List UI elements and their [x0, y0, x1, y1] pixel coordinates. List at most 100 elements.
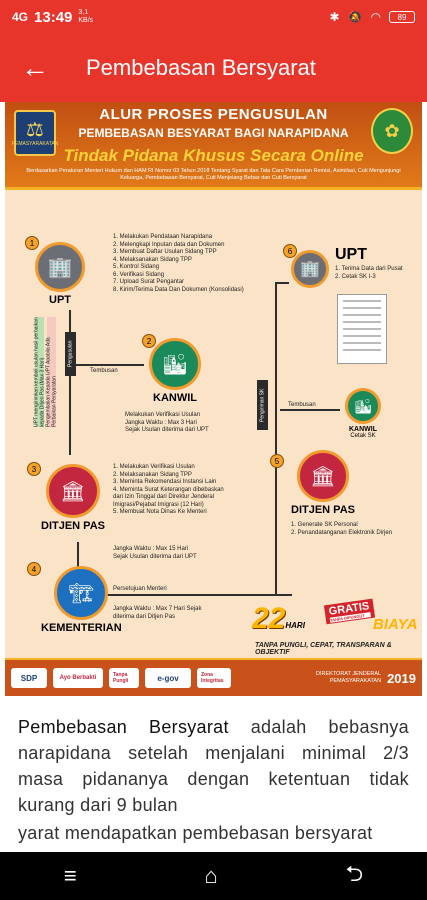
- node-ditjen-pas-right: 🏛 DITJEN PAS: [291, 450, 355, 516]
- back-icon[interactable]: ⮌: [345, 861, 364, 886]
- garuda-emblem-icon: ✿: [371, 108, 413, 154]
- footer-text: DIREKTORAT JENDERAL PEMASYARAKATAN: [311, 671, 381, 685]
- building-icon: 🏢: [291, 250, 329, 288]
- footer-org: DIREKTORAT JENDERAL PEMASYARAKATAN: [315, 671, 382, 684]
- connector-line: [77, 542, 79, 572]
- promo-hari: HARI: [285, 621, 305, 630]
- upt-side-note: UPT mengirimkan kembali usulan hasil per…: [33, 317, 46, 427]
- upt-step: 5. Kontrol Sidang: [113, 264, 160, 270]
- upt-step: 3. Membuat Daftar Usulan Sidang TPP: [113, 249, 217, 255]
- recent-apps-icon[interactable]: ≡: [63, 863, 77, 888]
- flowchart-poster[interactable]: ⚖ PEMASYARAKATAN ✿ ALUR PROSES PENGUSULA…: [5, 102, 422, 696]
- poster-header: ⚖ PEMASYARAKATAN ✿ ALUR PROSES PENGUSULA…: [5, 102, 422, 190]
- tanpa-pungli-logo: Tanpa Pungli: [109, 668, 139, 688]
- promo-tagline: TANPA PUNGLI, CEPAT, TRANSPARAN & OBJEKT…: [255, 642, 392, 656]
- next-paragraph: yarat mendapatkan pembebasan bersyarat: [18, 823, 373, 843]
- bluetooth-icon: ✱: [329, 10, 340, 24]
- ditjen-steps: 1. Melakukan Verifikasi Usulan 2. Melaks…: [113, 464, 224, 517]
- connector-line: [275, 282, 277, 594]
- headquarters-icon: 🏛: [45, 464, 100, 518]
- promo-biaya: BIAYA: [373, 616, 418, 633]
- ditjen-step: dari Izin Tinggal dari Direktur Jenderal: [113, 494, 215, 500]
- clock: 13:49: [34, 8, 73, 26]
- connector-line: [69, 310, 71, 455]
- step-badge-1: 1: [25, 236, 39, 250]
- tembusan-label: Tembusan: [90, 368, 118, 374]
- step-badge-5: 5: [270, 454, 284, 468]
- content-area[interactable]: Pembebasan Bersyarat adalah bebasnya nar…: [0, 696, 427, 852]
- status-bar: 4G 13:49 3,1 KB/s ✱ 🔕 ◠ 89: [0, 0, 427, 34]
- promo-number: 22: [252, 602, 286, 635]
- definition-paragraph: Pembebasan Bersyarat adalah bebasnya nar…: [18, 714, 409, 818]
- definition-text: adalah bebasnya narapidana setelah menja…: [18, 717, 409, 815]
- node-upt-label: UPT: [49, 294, 71, 306]
- tembusan-label-right: Tembusan: [288, 402, 316, 408]
- ditjen-step: 3. Meminta Rekomendasi Instansi Lain: [113, 479, 217, 485]
- node-kanwil-label: KANWIL: [153, 392, 197, 404]
- ditjen-step: 1. Melakukan Verifikasi Usulan: [113, 464, 195, 470]
- connector-line: [280, 409, 340, 411]
- node-kanwil-right: 🏙 KANWIL Cetak SK: [345, 388, 381, 439]
- node-ditjen-label: DITJEN PAS: [41, 520, 105, 532]
- upt-step: 6. Verifikasi Sidang: [113, 271, 165, 278]
- poster-title: ALUR PROSES PENGUSULAN: [99, 106, 328, 123]
- promo-22-days: 22HARI: [252, 602, 305, 636]
- upt-right-step: 2. Cetak SK I-3: [335, 273, 376, 280]
- ditjen-note-line: Jangka Waktu : Max 15 Hari: [113, 546, 189, 552]
- node-kanwil-right-sub: Cetak SK: [350, 433, 376, 439]
- logo-left-label: PEMASYARAKATAN: [11, 141, 59, 147]
- node-upt-right-label: UPT: [335, 246, 367, 263]
- upt-step: 1. Melakukan Pendataan Narapidana: [113, 234, 213, 240]
- network-speed: 3,1 KB/s: [78, 9, 94, 24]
- node-kementerian: 🏗 KEMENTERIAN: [41, 566, 122, 634]
- persetujuan-label: Persetujuan Menteri: [113, 586, 167, 592]
- upt-step: 4. Melaksanakan Sidang TPP: [113, 256, 192, 263]
- step-badge-6: 6: [283, 244, 297, 258]
- node-upt: 🏢 UPT: [35, 242, 85, 306]
- zona-integritas-logo: Zona Integritas: [197, 668, 231, 688]
- footer-year: 2019: [387, 670, 416, 686]
- poster-tagline: Tindak Pidana Khusus Secara Online: [63, 146, 364, 165]
- node-kanwil: 🏙 KANWIL: [149, 338, 201, 404]
- kanwil-note: Melakukan Verifikasi Usulan Jangka Waktu…: [125, 412, 209, 435]
- sk-document-icon: [337, 294, 387, 364]
- upt-step: 7. Upload Surat Pengantar: [113, 279, 185, 285]
- step-badge-4: 4: [27, 562, 41, 576]
- connector-line: [102, 594, 292, 596]
- system-nav-bar: ≡ ⌂ ⮌: [0, 852, 427, 900]
- wifi-icon: ◠: [370, 10, 381, 24]
- home-icon[interactable]: ⌂: [204, 863, 218, 888]
- upt-right-steps: 1. Terima Data dari Pusat 2. Cetak SK I-…: [335, 266, 403, 281]
- signal-indicator: 4G: [12, 10, 29, 24]
- back-button[interactable]: ←: [0, 34, 70, 102]
- upt-step: 2. Melengkapi Inputan data dan Dokumen: [113, 241, 225, 248]
- kementerian-note: Jangka Waktu : Max 7 Hari Sejak diterima…: [113, 606, 201, 621]
- battery-icon: 89: [389, 11, 415, 23]
- kanwil-note-line: Jangka Waktu : Max 3 Hari: [125, 419, 197, 426]
- page-title: Pembebasan Bersyarat: [86, 55, 316, 80]
- step-badge-3: 3: [27, 462, 41, 476]
- building-icon: 🏢: [35, 242, 85, 292]
- app-bar: ← Pembebasan Bersyarat: [0, 34, 427, 102]
- office-tower-icon: 🏙: [149, 338, 201, 390]
- ditjen-step: 5. Membuat Nota Dinas Ke Menteri: [113, 509, 207, 515]
- upt-step: 8. Kirim/Terima Data Dan Dokumen (Konsol…: [113, 286, 244, 293]
- kanwil-note-line: Melakukan Verifikasi Usulan: [125, 412, 201, 418]
- ditjen-note-line: Sejak Usulan diterima dari UPT: [113, 553, 197, 560]
- mute-icon: 🔕: [347, 10, 363, 24]
- ditjen-step: Imigrasi/Pejabat Imigrasi (12 Hari): [113, 501, 204, 508]
- headquarters-icon: 🏛: [296, 450, 349, 502]
- connector-line: [69, 364, 144, 366]
- node-ditjen-right-label: DITJEN PAS: [291, 504, 355, 516]
- node-kementerian-label: KEMENTERIAN: [41, 622, 122, 634]
- kanwil-note-line: Sejak Usulan diterima dari UPT: [125, 427, 209, 433]
- office-tower-icon: 🏙: [345, 388, 381, 424]
- kementerian-note-line: diterima dari Ditjen Pas: [113, 613, 176, 620]
- pemasyarakatan-logo: ⚖ PEMASYARAKATAN: [11, 110, 59, 156]
- egov-logo: e-gov: [145, 668, 191, 688]
- poster-footer: SDP Ayo Berbakti Tanpa Pungli e-gov Zona…: [5, 658, 422, 696]
- sdp-logo: SDP: [11, 668, 47, 688]
- pengiriman-sk-label: Pengiriman SK: [257, 380, 268, 430]
- ditjen-right-step: 2. Penandatanganan Elektronik Dirjen: [291, 529, 393, 536]
